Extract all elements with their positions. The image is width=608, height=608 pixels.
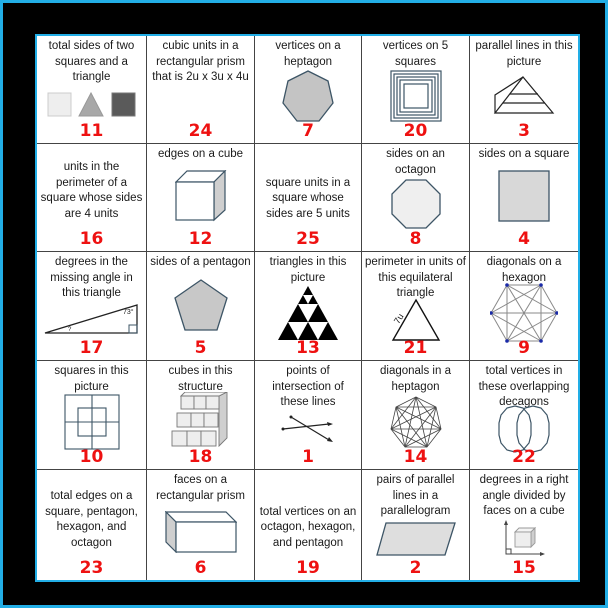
cell-prompt: pairs of parallel lines in a parallelogr… <box>376 474 455 517</box>
cell-prompt: total edges on a square, pentagon, hexag… <box>45 490 138 549</box>
grid-cell-15[interactable]: degrees in a right angle divided by face… <box>470 470 578 580</box>
cell-prompt: total vertices on an octagon, hexagon, a… <box>259 505 357 549</box>
cube-stairs-icon <box>171 391 227 447</box>
grid-cell-5[interactable]: sides of a pentagon 5 <box>147 252 255 361</box>
grid-cell-7[interactable]: vertices on a heptagon 7 <box>255 36 362 144</box>
grid-cell-14[interactable]: diagonals in a heptagon 14 <box>362 361 470 470</box>
grid-cell-18[interactable]: cubes in this structure 18 <box>147 361 255 470</box>
cell-prompt: sides of a pentagon <box>150 256 251 268</box>
grid-cell-21[interactable]: perimeter in units of this equilateral t… <box>362 252 470 361</box>
cell-answer: 23 <box>79 558 104 578</box>
cell-prompt: edges on a cube <box>157 148 244 160</box>
cell-prompt: sides on an octagon <box>386 148 445 176</box>
cell-prompt: points of intersection of these lines <box>272 365 344 408</box>
grid-cell-22[interactable]: total vertices in these overlapping deca… <box>470 361 578 470</box>
cell-answer: 6 <box>194 558 207 578</box>
cell-prompt: diagonals on a hexagon <box>486 256 562 284</box>
grid-cell-16[interactable]: units in the perimeter of a square whose… <box>37 144 147 252</box>
cell-prompt: square units in a square whose sides are… <box>265 176 351 220</box>
cell-answer: 7 <box>302 121 314 141</box>
cell-prompt: diagonals in a heptagon <box>380 365 451 393</box>
cell-answer: 8 <box>409 229 422 249</box>
cell-prompt: faces on a rectangular prism <box>156 474 245 502</box>
svg-text:?: ? <box>68 327 72 333</box>
nested-squares-icon <box>389 70 442 122</box>
cell-prompt: perimeter in units of this equilateral t… <box>365 256 466 299</box>
heptagon-diagonals-icon <box>390 396 441 447</box>
grid-cell-10[interactable]: squares in this picture 10 <box>37 361 147 470</box>
overlapping-decagons-icon <box>498 405 550 453</box>
cell-answer: 20 <box>403 121 428 141</box>
cell-answer: 24 <box>188 121 213 141</box>
grid-cell-4[interactable]: sides on a square 4 <box>470 144 578 252</box>
grid-cell-13[interactable]: triangles in this picture 13 <box>255 252 362 361</box>
cell-answer: 22 <box>512 447 536 467</box>
cell-answer: 11 <box>79 121 104 141</box>
cell-answer: 3 <box>518 121 530 141</box>
equilateral-triangle-icon: 7u <box>391 298 440 341</box>
grid-cell-2[interactable]: pairs of parallel lines in a parallelogr… <box>362 470 470 580</box>
svg-text:7u: 7u <box>391 312 405 326</box>
cell-answer: 4 <box>518 229 530 249</box>
svg-text:73°: 73° <box>123 308 134 316</box>
cube-icon <box>174 170 226 222</box>
grid-cell-6[interactable]: faces on a rectangular prism 6 <box>147 470 255 580</box>
grid-cell-19[interactable]: total vertices on an octagon, hexagon, a… <box>255 470 362 580</box>
grid-cell-24[interactable]: cubic units in a rectangular prism that … <box>147 36 255 144</box>
cell-prompt: parallel lines in this picture <box>475 40 573 68</box>
grid-cell-9[interactable]: diagonals on a hexagon 9 <box>470 252 578 361</box>
cell-prompt: degrees in a right angle divided by face… <box>479 474 569 517</box>
grid-cell-11[interactable]: total sides of two squares and a triangl… <box>37 36 147 144</box>
cell-prompt: squares in this picture <box>54 365 129 393</box>
grid-cell-8[interactable]: sides on an octagon 8 <box>362 144 470 252</box>
cell-prompt: vertices on a heptagon <box>275 40 341 68</box>
right-angle-cube-icon <box>504 520 545 557</box>
grid-cell-1[interactable]: points of intersection of these lines 1 <box>255 361 362 470</box>
cell-answer: 2 <box>409 558 422 578</box>
cell-prompt: units in the perimeter of a square whose… <box>40 161 143 220</box>
grid-cell-12[interactable]: edges on a cube 12 <box>147 144 255 252</box>
grid-cell-23[interactable]: total edges on a square, pentagon, hexag… <box>37 470 147 580</box>
cell-answer: 1 <box>302 447 314 467</box>
cell-answer: 9 <box>518 338 530 358</box>
squares-grid-icon <box>63 393 120 450</box>
cell-prompt: total sides of two squares and a triangl… <box>48 40 135 83</box>
two-squares-triangle-icon <box>47 91 135 117</box>
answer-grid: total sides of two squares and a triangl… <box>35 34 580 582</box>
cell-prompt: sides on a square <box>478 148 570 160</box>
pentagon-icon <box>173 278 228 331</box>
rectangular-prism-icon <box>164 510 237 553</box>
grid-cell-20[interactable]: vertices on 5 squares 20 <box>362 36 470 144</box>
sierpinski-triangle-icon <box>278 285 338 340</box>
octagon-icon <box>390 179 441 229</box>
cell-prompt: cubes in this structure <box>168 365 233 393</box>
cell-prompt: cubic units in a rectangular prism that … <box>152 40 249 83</box>
grid-cell-3[interactable]: parallel lines in this picture 3 <box>470 36 578 144</box>
heptagon-icon <box>282 70 334 122</box>
cell-answer: 15 <box>512 558 536 578</box>
pyramid-icon <box>493 76 555 114</box>
cell-answer: 13 <box>296 338 320 358</box>
grid-cell-25[interactable]: square units in a square whose sides are… <box>255 144 362 252</box>
cell-prompt: degrees in the missing angle in this tri… <box>50 256 133 299</box>
cell-answer: 14 <box>403 447 428 467</box>
cell-prompt: triangles in this picture <box>269 256 347 284</box>
cell-answer: 19 <box>296 558 320 578</box>
cell-answer: 18 <box>188 447 213 467</box>
cell-answer: 25 <box>296 229 320 249</box>
parallelogram-icon <box>375 522 456 556</box>
cell-prompt: vertices on 5 squares <box>382 40 449 68</box>
square-icon <box>498 170 550 222</box>
intersecting-lines-icon <box>281 415 333 443</box>
cell-answer: 12 <box>188 229 213 249</box>
right-triangle-icon: 73° ? <box>44 304 138 334</box>
hexagon-diagonals-icon <box>490 282 558 343</box>
cell-answer: 5 <box>194 338 207 358</box>
cell-prompt: total vertices in these overlapping deca… <box>478 365 570 408</box>
cell-answer: 21 <box>403 338 428 358</box>
cell-answer: 17 <box>79 338 104 358</box>
cell-answer: 16 <box>79 229 104 249</box>
cell-answer: 10 <box>79 447 104 467</box>
grid-cell-17[interactable]: degrees in the missing angle in this tri… <box>37 252 147 361</box>
